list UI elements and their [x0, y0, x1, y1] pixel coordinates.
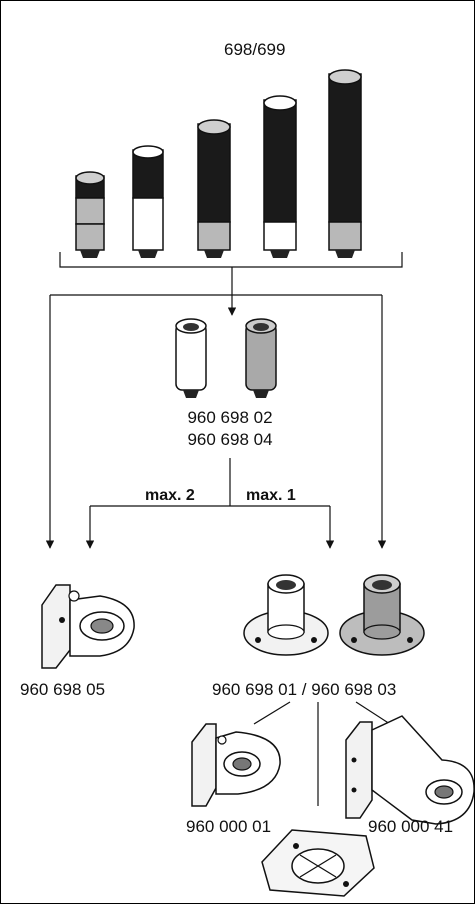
- link-long-bracket: [355, 701, 391, 725]
- signal-tower-4: [263, 95, 297, 258]
- adapter-code-b: 960 698 04: [187, 430, 273, 449]
- adapter-code-a: 960 698 02: [187, 408, 273, 427]
- series-title: 698/699: [224, 40, 286, 59]
- small-bracket-part: [191, 723, 281, 807]
- adapter-light: [175, 318, 207, 398]
- signal-tower-3: [197, 119, 231, 258]
- long-bracket-part: [345, 715, 475, 825]
- tower-group-bracket: [59, 252, 403, 268]
- signal-tower-5: [328, 69, 362, 258]
- branch-label-left: max. 2: [145, 487, 195, 504]
- link-small-bracket: [253, 701, 291, 725]
- signal-tower-1: [75, 171, 105, 258]
- base-pair-code: 960 698 01 / 960 698 03: [212, 680, 397, 699]
- mounting-plate-part: [261, 829, 375, 897]
- branch-label-right: max. 1: [246, 487, 296, 504]
- small-bracket-code: 960 000 01: [186, 817, 272, 836]
- wall-bracket-code: 960 698 05: [20, 680, 106, 699]
- adapter-grey: [245, 318, 277, 398]
- base-grey-part: [339, 574, 425, 656]
- base-light-part: [243, 574, 329, 656]
- signal-tower-2: [132, 145, 164, 258]
- wall-bracket-part: [41, 584, 135, 669]
- long-bracket-code: 960 000 41: [368, 817, 454, 836]
